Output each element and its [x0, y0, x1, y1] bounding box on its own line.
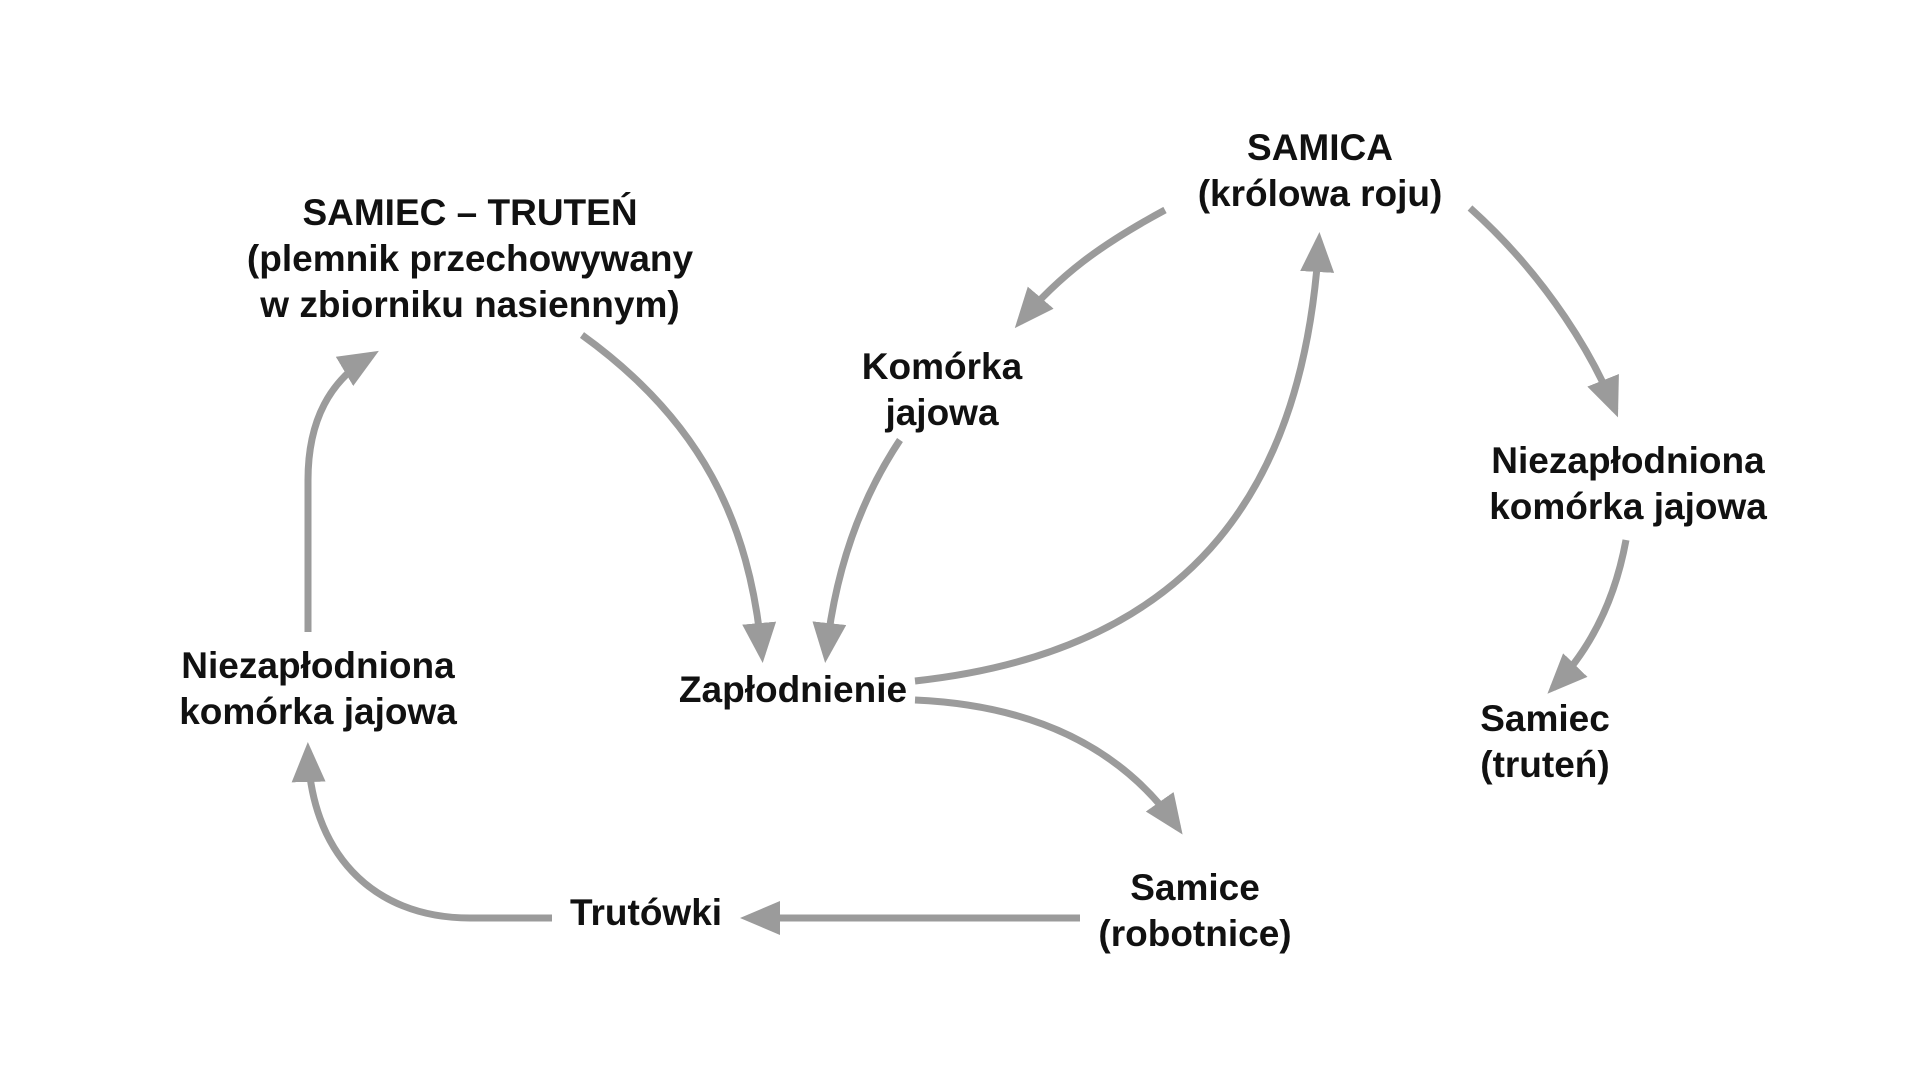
node-komorka-jajowa-line2: jajowa [885, 392, 999, 433]
node-samica: SAMICA (królowa roju) [1198, 125, 1443, 217]
node-samiec-prawy-line2: (truteń) [1480, 744, 1610, 785]
node-samica-line1: SAMICA [1247, 127, 1393, 168]
arrow-komorka-jajowa-to-zaplodnienie [812, 438, 903, 663]
node-niezaplodniona-prawa-line1: Niezapłodniona [1491, 440, 1765, 481]
arrow-samica-to-niezaplodniona-prawa [1467, 205, 1619, 418]
node-niezaplodniona-prawa: Niezapłodniona komórka jajowa [1489, 438, 1767, 530]
node-zaplodnienie-line1: Zapłodnienie [678, 669, 908, 710]
node-samiec-truten-line1: SAMIEC – TRUTEŃ [302, 192, 638, 233]
node-samice-robotnice-line2: (robotnice) [1098, 913, 1292, 954]
node-samiec-truten-line2: (plemnik przechowywany [246, 238, 694, 279]
node-samica-line2: (królowa roju) [1197, 173, 1443, 214]
node-samiec-truten: SAMIEC – TRUTEŃ (plemnik przechowywany w… [247, 190, 693, 328]
node-komorka-jajowa: Komórka jajowa [862, 344, 1022, 436]
node-samiec-prawy-line1: Samiec [1480, 698, 1610, 739]
node-trutowki: Trutówki [570, 890, 722, 936]
node-samiec-prawy: Samiec (truteń) [1480, 696, 1610, 788]
node-niezaplodniona-lewa-line2: komórka jajowa [179, 691, 457, 732]
node-komorka-jajowa-line1: Komórka [861, 346, 1023, 387]
node-samiec-truten-line3: w zbiorniku nasiennym) [260, 284, 680, 325]
node-niezaplodniona-lewa: Niezapłodniona komórka jajowa [179, 643, 457, 735]
arrow-niezaplodniona-lewa-to-samiec-truten [304, 350, 379, 632]
arrow-zaplodnienie-to-samice-robotnice [914, 696, 1183, 835]
arrow-zaplodnienie-to-samica [914, 232, 1335, 685]
node-niezaplodniona-lewa-line1: Niezapłodniona [181, 645, 455, 686]
node-zaplodnienie: Zapłodnienie [679, 667, 907, 713]
arrow-trutowki-to-niezaplodniona-lewa [291, 742, 552, 922]
node-trutowki-line1: Trutówki [569, 892, 723, 933]
arrow-niezaplodniona-prawa-to-samiec-prawy [1547, 539, 1630, 694]
arrow-samiec-truten-to-zaplodnienie [579, 332, 777, 663]
node-samice-robotnice-line1: Samice [1130, 867, 1260, 908]
arrow-samica-to-komorka-jajowa [1014, 206, 1167, 329]
node-niezaplodniona-prawa-line2: komórka jajowa [1489, 486, 1767, 527]
node-samice-robotnice: Samice (robotnice) [1098, 865, 1291, 957]
